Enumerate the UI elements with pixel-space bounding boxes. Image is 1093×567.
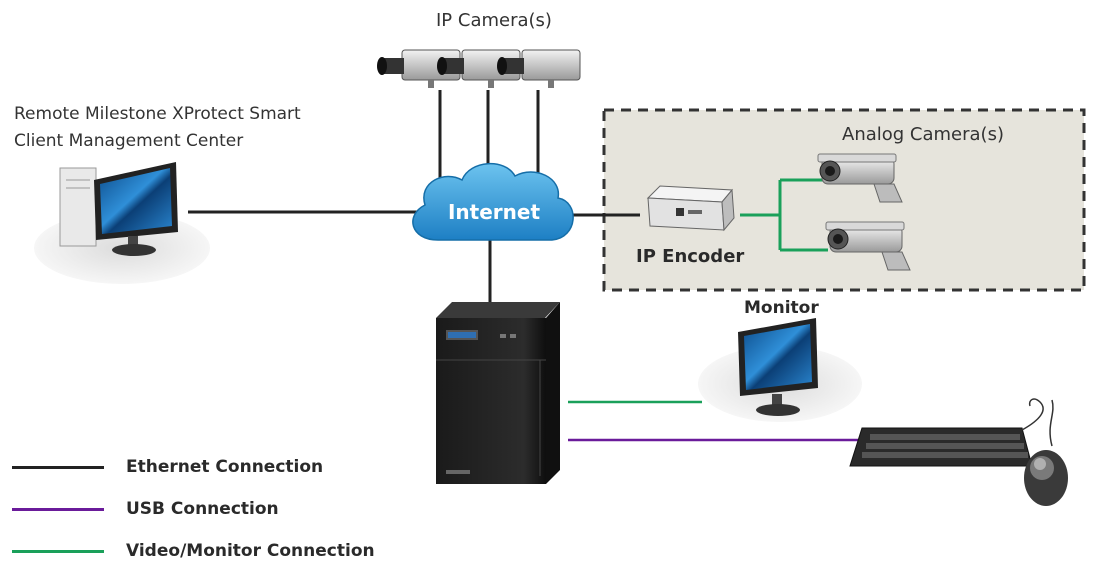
mouse-icon xyxy=(1024,399,1068,506)
keyboard-icon xyxy=(849,398,1044,467)
ip-encoder-label: IP Encoder xyxy=(636,246,745,267)
ip-encoder-icon xyxy=(646,185,735,232)
desktop-computer-icon xyxy=(34,162,210,284)
monitor-icon xyxy=(698,318,862,422)
remote-client-label-line1: Remote Milestone XProtect Smart xyxy=(14,104,301,124)
legend-label: USB Connection xyxy=(126,499,279,519)
internet-cloud-icon xyxy=(412,162,574,241)
legend-label: Video/Monitor Connection xyxy=(126,541,375,561)
analog-cameras-label: Analog Camera(s) xyxy=(842,124,1004,145)
nvr-server-icon xyxy=(436,302,560,484)
legend-item-ethernet: Ethernet Connection xyxy=(12,454,323,480)
legend-swatch xyxy=(12,507,104,511)
remote-client-label-line2: Client Management Center xyxy=(14,131,244,151)
legend-swatch xyxy=(12,549,104,553)
ethernet-links xyxy=(188,90,640,306)
legend-swatch xyxy=(12,465,104,469)
analog-camera-icon xyxy=(817,153,911,271)
internet-label: Internet xyxy=(448,200,540,224)
ip-cameras-label: IP Camera(s) xyxy=(436,10,552,31)
legend-item-video: Video/Monitor Connection xyxy=(12,538,375,564)
legend-item-usb: USB Connection xyxy=(12,496,279,522)
legend-label: Ethernet Connection xyxy=(126,457,324,477)
video-links-analog xyxy=(740,178,828,252)
ip-camera-icon xyxy=(377,49,581,88)
monitor-label: Monitor xyxy=(744,298,819,318)
